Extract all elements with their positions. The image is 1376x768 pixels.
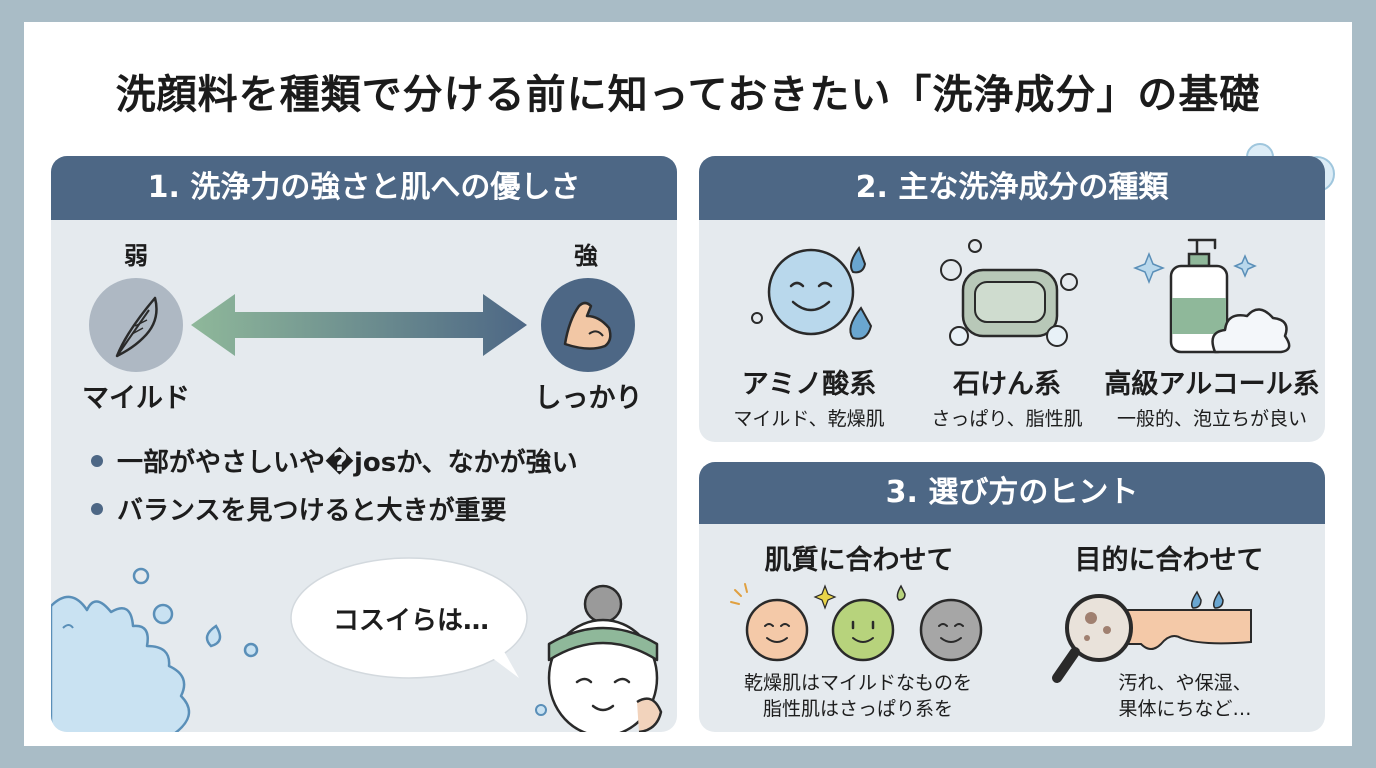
bullet-text: バランスを見つけると大きが重要 bbox=[117, 496, 507, 526]
smiley-drop-icon bbox=[751, 245, 873, 340]
type-desc-label: 一般的、泡立ちが良い bbox=[1116, 408, 1307, 430]
woman-face-icon bbox=[535, 584, 663, 732]
type-name-label: 石けん系 bbox=[953, 369, 1061, 400]
strong-label: 強 bbox=[574, 242, 598, 270]
bullet-text: 一部がやさしいや�josか、なかが強い bbox=[117, 448, 578, 478]
type-name-label: 高級アルコール系 bbox=[1104, 369, 1320, 400]
feather-icon bbox=[89, 278, 183, 372]
water-splash-icon bbox=[51, 567, 259, 732]
section1-panel: 1. 洗浄力の強さと肌への優しさ 弱 強 マイルド しっかり 一部がやさしいや�… bbox=[51, 156, 677, 732]
section3-heading: 3. 選び方のヒント bbox=[699, 462, 1325, 524]
mild-label: マイルド bbox=[82, 383, 190, 414]
section1-heading: 1. 洗浄力の強さと肌への優しさ bbox=[51, 156, 677, 220]
type-desc-label: さっぱり、脂性肌 bbox=[931, 408, 1083, 430]
pump-bottle-icon bbox=[1132, 238, 1291, 354]
bullet-item: バランスを見つけると大きが重要 bbox=[91, 490, 506, 527]
section2-panel: 2. 主な洗浄成分の種類 アミノ酸系 マイルド、乾燥肌 石けん系 さっぱり、脂性… bbox=[699, 156, 1325, 442]
magnifier-skin-icon bbox=[1052, 590, 1252, 683]
skin-faces-icon bbox=[730, 583, 983, 662]
muscle-arm-icon bbox=[541, 278, 635, 372]
strong-desc-label: しっかり bbox=[534, 383, 643, 414]
type-desc-label: マイルド、乾燥肌 bbox=[733, 408, 885, 430]
speech-bubble bbox=[290, 557, 528, 679]
skin-type-title: 肌質に合わせて bbox=[764, 545, 954, 576]
section2-heading: 2. 主な洗浄成分の種類 bbox=[699, 156, 1325, 220]
bullet-dot bbox=[91, 454, 103, 467]
skin-type-desc: 乾燥肌はマイルドなものを bbox=[743, 672, 972, 694]
page-title: 洗顔料を種類で分ける前に知っておきたい「洗浄成分」の基礎 bbox=[115, 72, 1261, 118]
skin-type-desc: 脂性肌はさっぱり系を bbox=[762, 698, 953, 720]
strength-arrow bbox=[191, 294, 527, 356]
section3-panel: 3. 選び方のヒント 肌質に合わせて 目的に合わせて 乾燥肌はマイルドなものを … bbox=[699, 462, 1325, 732]
speech-text: コスイらは… bbox=[332, 606, 489, 636]
weak-label: 弱 bbox=[124, 242, 148, 270]
type-name-label: アミノ酸系 bbox=[741, 369, 877, 400]
bullet-dot bbox=[91, 502, 103, 515]
bullet-item: 一部がやさしいや�josか、なかが強い bbox=[91, 442, 578, 479]
purpose-desc: 果体にちなど… bbox=[1118, 698, 1252, 720]
soap-bar-icon bbox=[940, 239, 1078, 347]
purpose-desc: 汚れ、や保湿、 bbox=[1118, 672, 1252, 694]
purpose-title: 目的に合わせて bbox=[1074, 545, 1264, 576]
